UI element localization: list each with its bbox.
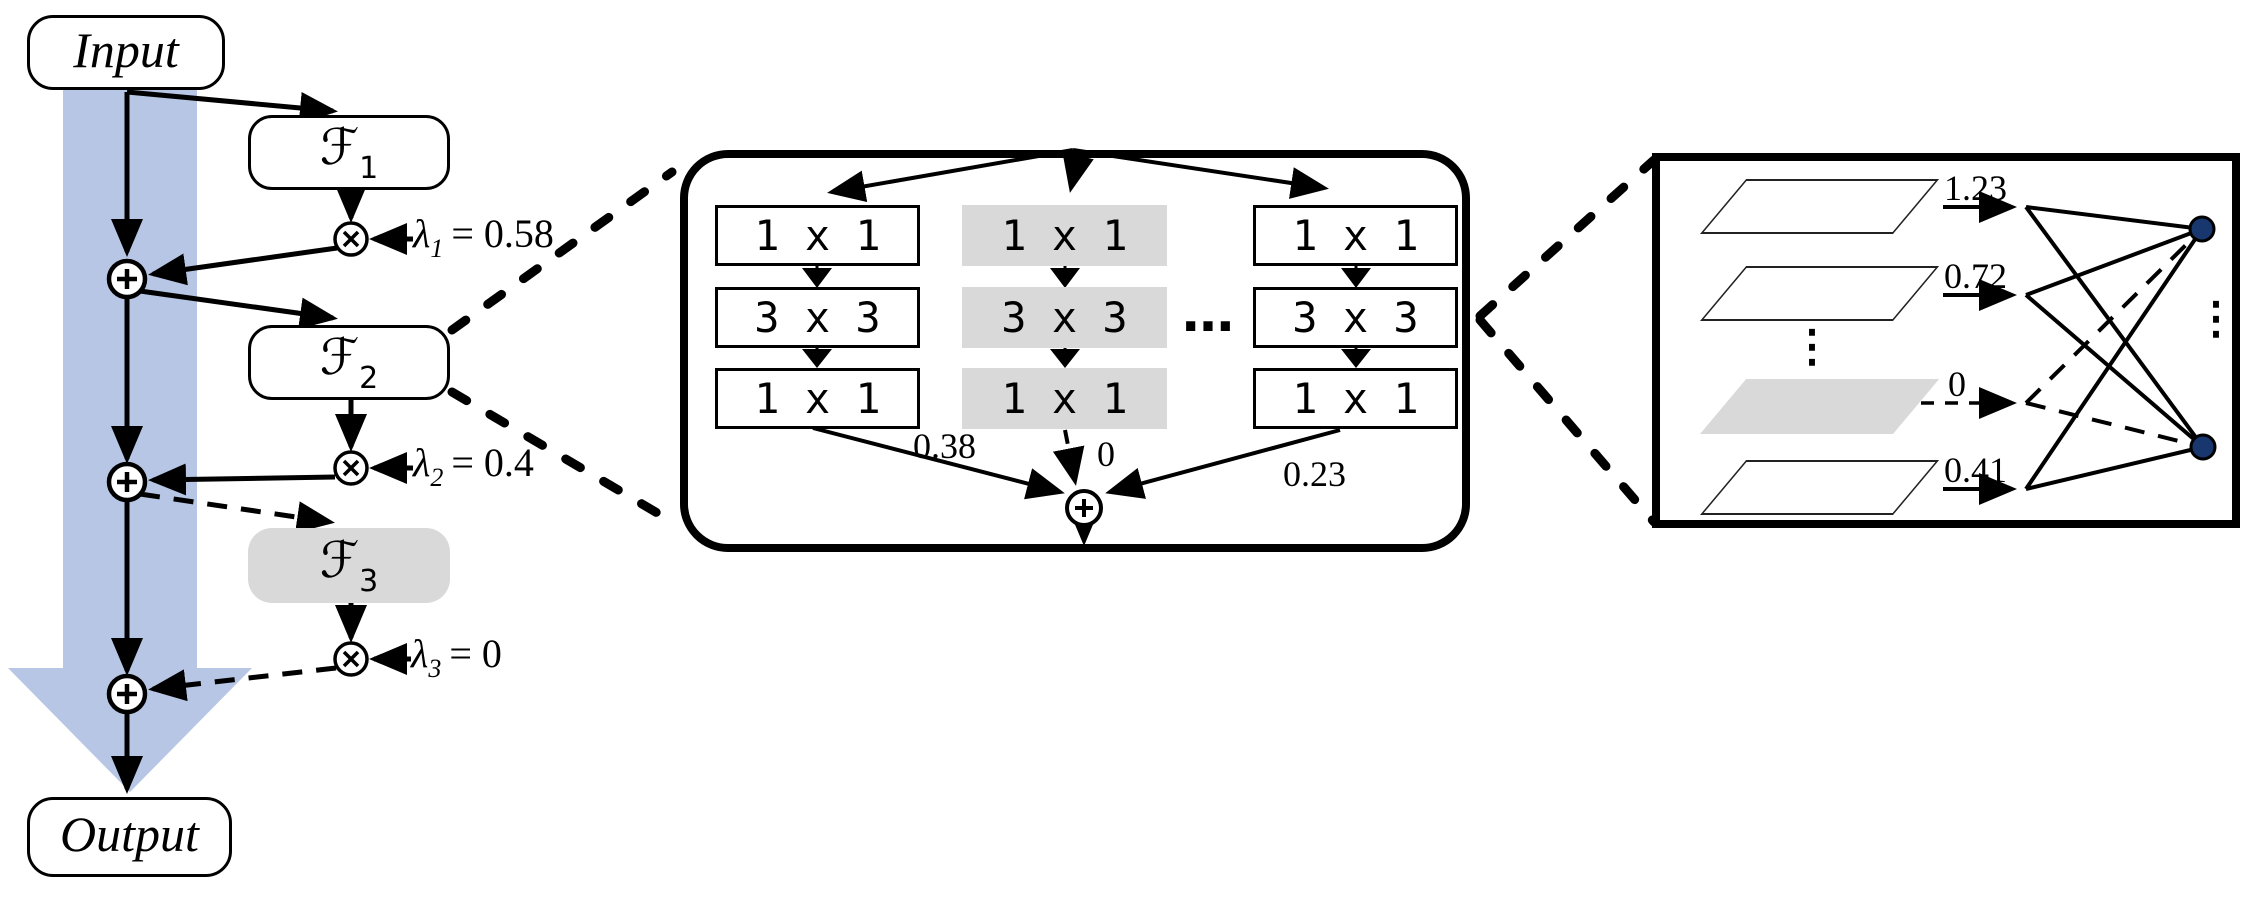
conv-3x3-box: 3 x 3: [715, 287, 920, 348]
mul-op-2: [333, 450, 369, 486]
f3-subscript: 3: [359, 563, 379, 599]
channel-weight-4: 0.41: [1944, 450, 2007, 490]
right-weight-arrows: [1897, 191, 2017, 505]
lambda3-label: λ3= 0: [411, 631, 502, 683]
f2-block: ℱ2: [248, 325, 450, 400]
f1-symbol: ℱ: [319, 117, 360, 176]
conv-1x1-box-pruned: 1 x 1: [962, 205, 1167, 266]
columns-ellipsis: …: [1182, 284, 1239, 344]
input-box: Input: [27, 15, 225, 90]
input-label: Input: [73, 21, 179, 78]
middle-add-op: [1065, 489, 1103, 527]
channel-weight-3: 0: [1948, 364, 1966, 404]
add-op-3: [106, 673, 148, 715]
neuron-ellipsis: ⋮: [2194, 294, 2238, 343]
neuron-node-top: [2188, 215, 2216, 243]
neuron-nodes: [2188, 215, 2217, 461]
zoom-bracket-right: [1475, 155, 1659, 527]
channel-weight-1: 1.23: [1944, 168, 2007, 208]
branch-weight-3: 0.23: [1283, 454, 1346, 494]
branch-weight-2: 0: [1097, 434, 1115, 474]
channel-weight-2: 0.72: [1944, 256, 2007, 296]
output-box: Output: [27, 797, 232, 877]
zoom-bracket-left: [447, 167, 681, 529]
add-op-1: [106, 258, 148, 300]
f3-block-pruned: ℱ3: [248, 528, 450, 603]
bipartite-lines: [2024, 205, 2205, 491]
branch-weight-1: 0.38: [913, 426, 976, 466]
conv-1x1-box: 1 x 1: [1253, 205, 1458, 266]
output-label: Output: [60, 806, 199, 862]
f1-subscript: 1: [359, 150, 379, 186]
conv-1x1-box: 1 x 1: [715, 368, 920, 429]
add-op-2: [106, 461, 148, 503]
conv-3x3-box-pruned: 3 x 3: [962, 287, 1167, 348]
left-pruned-lines: [139, 491, 337, 702]
f2-subscript: 2: [359, 360, 379, 396]
f2-symbol: ℱ: [319, 327, 360, 386]
conv-3x3-box: 3 x 3: [1253, 287, 1458, 348]
f3-symbol: ℱ: [319, 530, 360, 589]
conv-1x1-box: 1 x 1: [1253, 368, 1458, 429]
f1-block: ℱ1: [248, 115, 450, 190]
left-flow-lines: [111, 89, 413, 794]
middle-merge-lines: [812, 426, 1341, 546]
channel-detail-panel: [1652, 153, 2240, 528]
conv-1x1-box: 1 x 1: [715, 205, 920, 266]
mul-op-1: [333, 221, 369, 257]
lambda2-label: λ2= 0.4: [413, 440, 534, 492]
operator-nodes: [106, 221, 369, 715]
mul-op-3: [333, 641, 369, 677]
feature-map-ellipsis: ⋮: [1790, 322, 1834, 371]
lambda1-label: λ1= 0.58: [413, 211, 554, 263]
neuron-node-bottom: [2189, 433, 2217, 461]
conv-1x1-box-pruned: 1 x 1: [962, 368, 1167, 429]
